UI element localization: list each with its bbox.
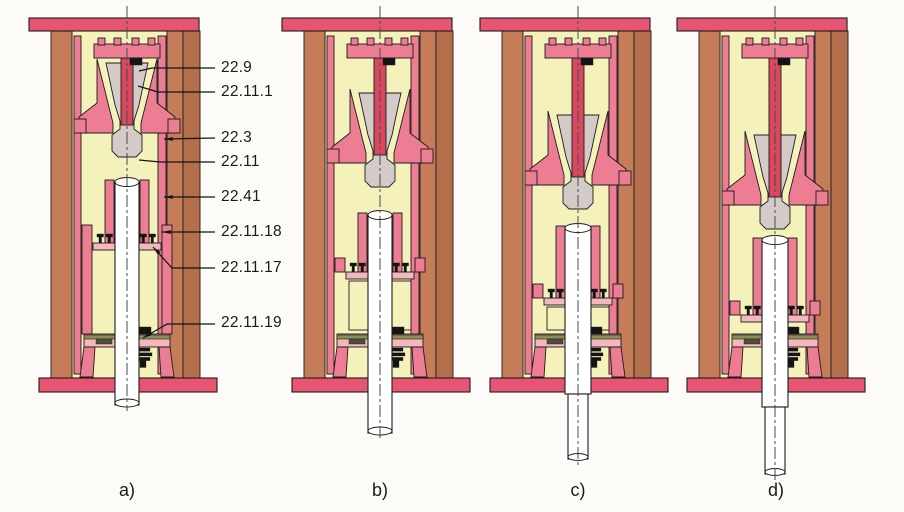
leader-lines — [137, 67, 216, 339]
part-label-22-9: 22.9 — [221, 59, 252, 76]
part-label-22-11-1: 22.11.1 — [221, 83, 273, 100]
stage-caption-c: c) — [570, 480, 586, 500]
part-label-22-11-18: 22.11.18 — [221, 223, 282, 240]
mold-stage-d — [676, 6, 866, 480]
mold-stage-c — [479, 6, 669, 465]
stage-caption-d: d) — [767, 480, 784, 500]
mold-stage-b — [281, 6, 471, 439]
stage-caption-b: b) — [371, 480, 388, 500]
part-label-22-11-17: 22.11.17 — [221, 259, 282, 276]
part-label-22-3: 22.3 — [221, 129, 252, 146]
stage-caption-a: a) — [118, 480, 135, 500]
part-label-22-11: 22.11 — [221, 153, 260, 170]
mold-stage-a — [28, 6, 218, 411]
part-label-22-41: 22.41 — [221, 188, 261, 205]
part-label-22-11-19: 22.11.19 — [221, 314, 282, 331]
